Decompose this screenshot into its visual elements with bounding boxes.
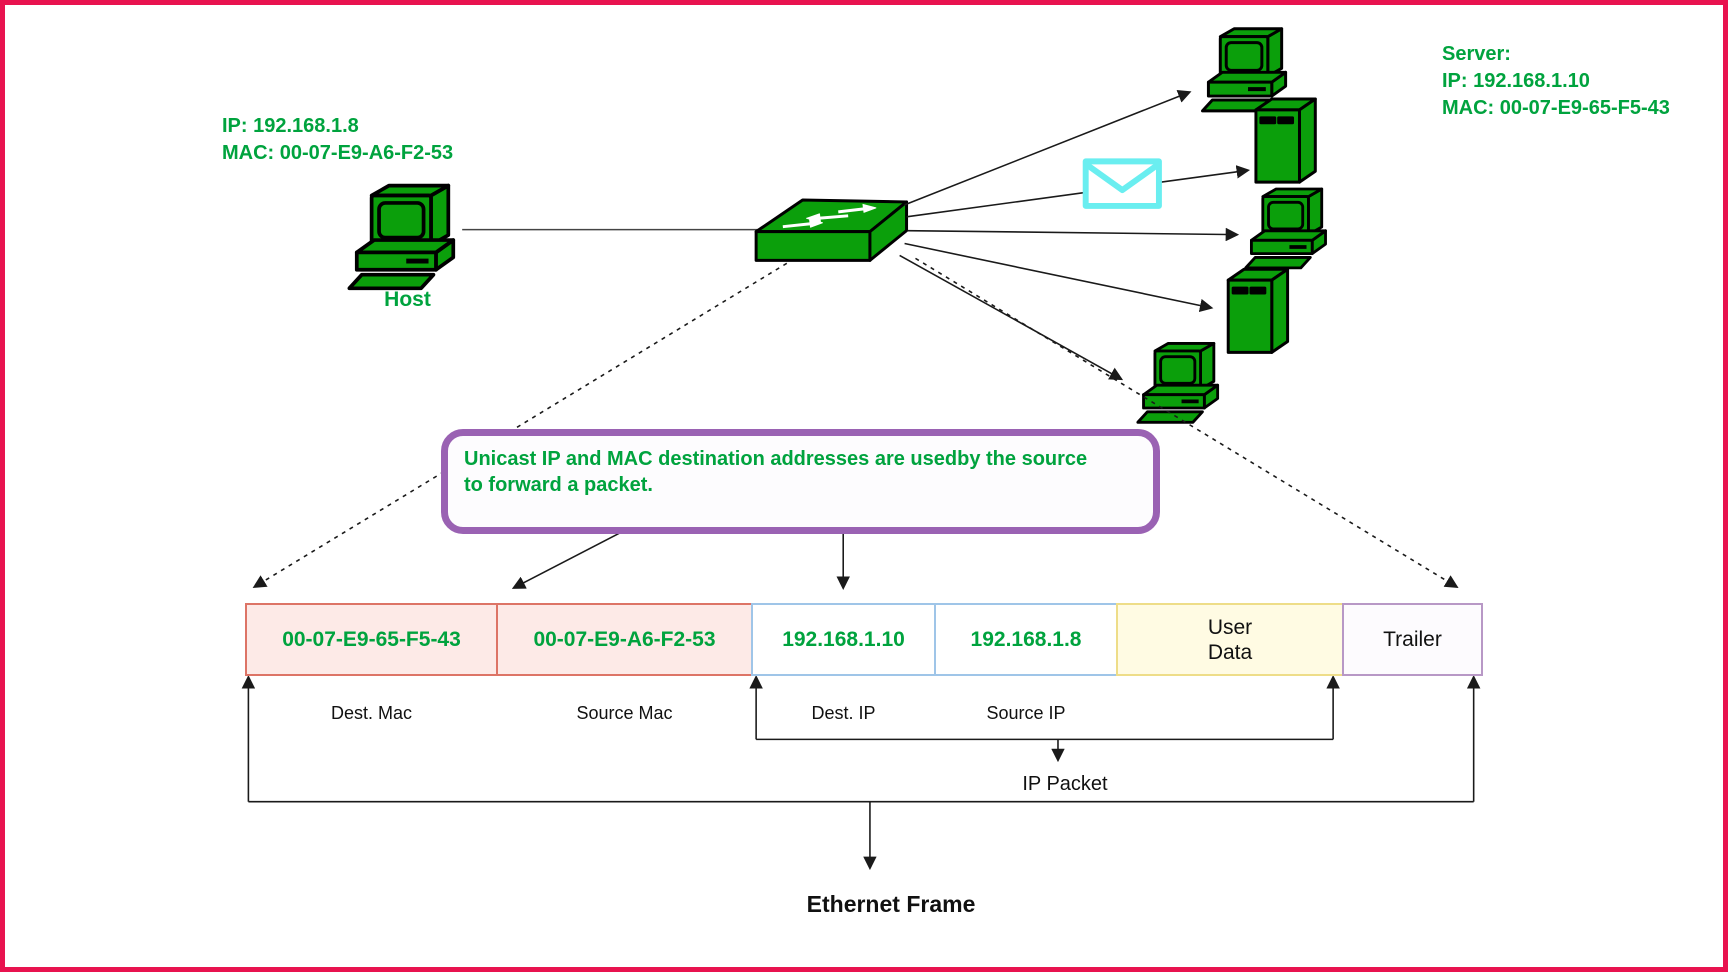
note-line-1: Unicast IP and MAC destination addresses…: [464, 448, 1088, 470]
ip-packet-bracket: [749, 674, 1340, 763]
network-switch-icon: [754, 198, 909, 262]
host-address-info: IP: 192.168.1.8 MAC: 00-07-E9-A6-F2-53: [222, 113, 453, 167]
frame-field-dest-mac: 00-07-E9-65-F5-43: [245, 603, 498, 676]
frame-label-source-ip: Source IP: [986, 703, 1066, 723]
client-computer-icon: [1243, 187, 1328, 270]
frame-label-dest-mac: Dest. Mac: [330, 703, 413, 723]
server-ip-text: IP: 192.168.1.10: [1442, 70, 1590, 92]
server-tower-icon: [1254, 97, 1317, 184]
unicast-note-box: Unicast IP and MAC destination addresses…: [441, 429, 1160, 534]
server-mac-text: MAC: 00-07-E9-65-F5-43: [1442, 97, 1670, 119]
ip-packet-label: IP Packet: [1022, 773, 1108, 795]
unicast-flood-arrows: [899, 90, 1251, 381]
ethernet-frame-label: Ethernet Frame: [806, 891, 976, 917]
ethernet-frame-bracket: [241, 674, 1481, 871]
note-line-2: to forward a packet.: [464, 474, 653, 496]
client-computer-icon: [1135, 341, 1220, 425]
frame-field-user-data: User Data: [1116, 603, 1344, 676]
server-tower-icon: [1226, 267, 1290, 354]
host-ip-text: IP: 192.168.1.8: [222, 115, 359, 137]
frame-field-source-mac: 00-07-E9-A6-F2-53: [496, 603, 753, 676]
frame-field-source-ip: 192.168.1.8: [934, 603, 1118, 676]
mail-envelope-icon: [1082, 158, 1162, 209]
frame-mapping-dashed-arrows: [252, 257, 1459, 590]
frame-label-dest-ip: Dest. IP: [811, 703, 876, 723]
host-mac-text: MAC: 00-07-E9-A6-F2-53: [222, 142, 454, 164]
host-computer-icon: [349, 186, 453, 289]
server-address-info: Server: IP: 192.168.1.10 MAC: 00-07-E9-6…: [1442, 41, 1670, 122]
frame-field-dest-ip: 192.168.1.10: [751, 603, 936, 676]
frame-field-trailer: Trailer: [1342, 603, 1483, 676]
host-label: Host: [384, 288, 431, 311]
server-title-text: Server:: [1442, 43, 1511, 65]
diagram-lines-layer: [241, 26, 1481, 871]
frame-label-source-mac: Source Mac: [576, 703, 673, 723]
